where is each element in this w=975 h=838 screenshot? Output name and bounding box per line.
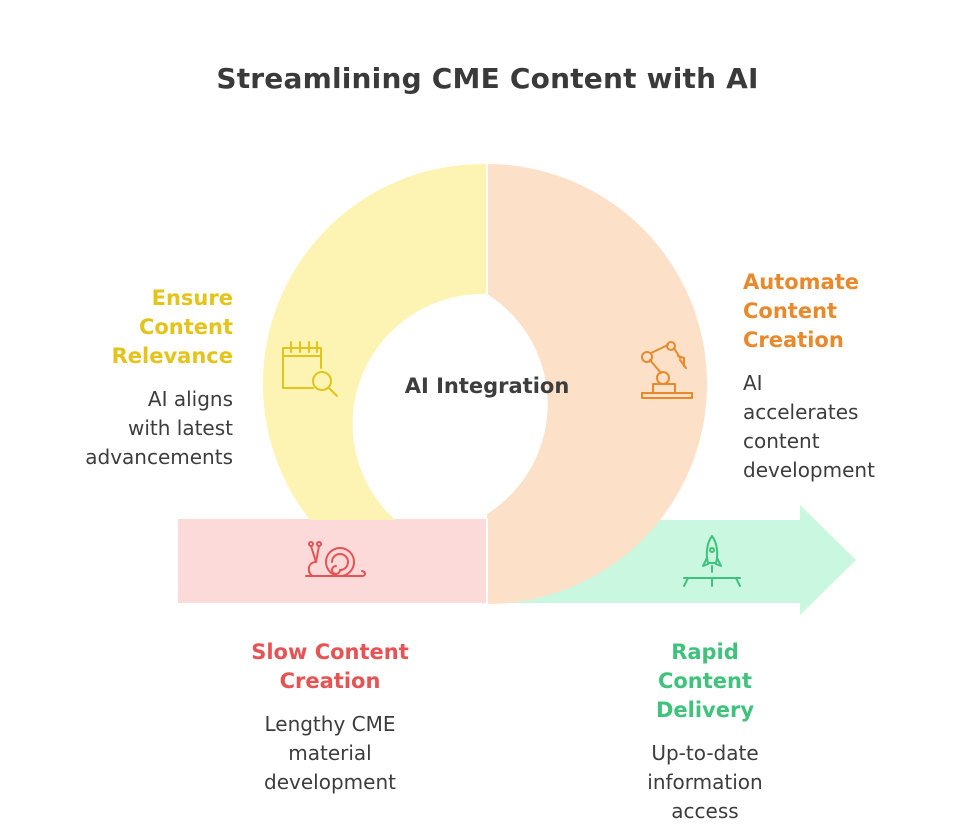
rapid-heading-line: Rapid (671, 640, 739, 664)
snail-icon (305, 541, 366, 577)
rapid-desc-line: access (671, 799, 739, 823)
automate-desc-line: accelerates (743, 400, 859, 424)
ensure-relevance-heading: Ensure Content Relevance (40, 284, 233, 371)
automate-creation-arc (487, 164, 707, 604)
automate-desc-line: AI (743, 371, 763, 395)
center-label: AI Integration (405, 374, 570, 398)
ensure-relevance-arc (262, 163, 487, 521)
rapid-heading-line: Content (657, 669, 753, 693)
slow-creation-block: Slow Content Creation Lengthy CME materi… (200, 638, 460, 797)
rapid-delivery-heading: Rapid Content Delivery (595, 638, 815, 725)
ensure-desc-line: advancements (85, 445, 233, 469)
ensure-desc-line: with latest (127, 416, 233, 440)
ensure-heading-line: Ensure (151, 286, 233, 310)
rocket-icon (683, 535, 741, 587)
automate-desc-line: content (743, 429, 820, 453)
automate-creation-block: Automate Content Creation AI accelerates… (743, 268, 963, 485)
robot-arm-icon (641, 341, 693, 399)
ensure-desc-line: AI aligns (147, 387, 233, 411)
rapid-heading-line: Delivery (655, 698, 755, 722)
slow-desc-line: Lengthy CME (264, 712, 396, 736)
automate-heading-line: Content (743, 299, 838, 323)
automate-heading-line: Automate (743, 270, 860, 294)
slow-heading-line: Slow Content (251, 640, 409, 664)
ensure-heading-line: Relevance (111, 344, 233, 368)
automate-desc-line: development (743, 458, 875, 482)
rapid-delivery-desc: Up-to-date information access (595, 739, 815, 826)
rapid-delivery-block: Rapid Content Delivery Up-to-date inform… (595, 638, 815, 826)
ensure-relevance-block: Ensure Content Relevance AI aligns with … (40, 284, 233, 472)
automate-creation-heading: Automate Content Creation (743, 268, 963, 355)
ensure-heading-line: Content (138, 315, 233, 339)
calendar-search-icon (282, 341, 338, 397)
rapid-desc-line: Up-to-date (651, 741, 759, 765)
slow-creation-heading: Slow Content Creation (200, 638, 460, 696)
automate-creation-desc: AI accelerates content development (743, 369, 963, 485)
rapid-desc-line: information (647, 770, 763, 794)
slow-heading-line: Creation (279, 669, 381, 693)
slow-desc-line: material (288, 741, 372, 765)
slow-desc-line: development (264, 770, 396, 794)
diagram-title: Streamlining CME Content with AI (216, 62, 759, 95)
automate-heading-line: Creation (743, 328, 844, 352)
ensure-relevance-desc: AI aligns with latest advancements (40, 385, 233, 472)
slow-creation-desc: Lengthy CME material development (200, 710, 460, 797)
